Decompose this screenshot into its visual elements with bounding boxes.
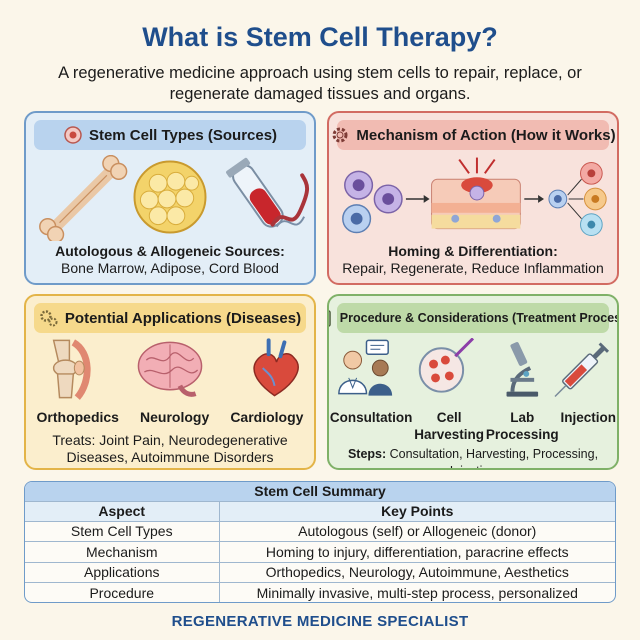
applications-labels: Orthopedics Neurology Cardiology	[26, 409, 314, 425]
bone-icon	[39, 155, 128, 241]
sources-illustration	[39, 155, 310, 241]
sources-caption-bold: Autologous & Allogeneic Sources:	[55, 243, 285, 259]
table-cell-key-points: Homing to injury, differentiation, parac…	[219, 541, 615, 562]
table-cell-key-points: Autologous (self) or Allogeneic (donor)	[219, 520, 615, 542]
page-title: What is Stem Cell Therapy?	[142, 22, 498, 52]
panel-applications-title: Potential Applications (Diseases)	[64, 309, 302, 327]
tissue-icon	[431, 157, 521, 230]
table-cell-aspect: Mechanism	[25, 541, 220, 562]
table-row: Stem Cell Types Autologous (self) or All…	[25, 520, 615, 542]
panel-procedure-title: Procedure & Considerations (Treatment Pr…	[339, 311, 619, 325]
panel-sources: Stem Cell Types (Sources)	[24, 111, 316, 285]
summary-table-caption: Stem Cell Summary	[25, 482, 615, 501]
page-subtitle: A regenerative medicine approach using s…	[58, 64, 582, 103]
panel-sources-header: Stem Cell Types (Sources)	[34, 120, 306, 150]
mechanism-caption-text: Repair, Regenerate, Reduce Inflammation	[342, 260, 604, 276]
procedure-labels: Consultation Cell Harvesting Lab Process…	[329, 409, 617, 443]
table-header-key-points: Key Points	[219, 500, 615, 521]
cell-icon	[64, 126, 82, 144]
table-row: Procedure Minimally invasive, multi-step…	[25, 582, 615, 602]
label-injection: Injection	[560, 410, 617, 425]
panel-procedure: Procedure & Considerations (Treatment Pr…	[327, 294, 619, 470]
brain-icon	[137, 341, 203, 397]
table-cell-key-points: Orthopedics, Neurology, Autoimmune, Aest…	[219, 561, 615, 583]
sources-caption-text: Bone Marrow, Adipose, Cord Blood	[61, 260, 279, 276]
table-header-aspect: Aspect	[25, 500, 220, 521]
label-lab-processing: Lab Processing	[485, 410, 559, 442]
blood-tube-icon	[226, 157, 310, 228]
cell-harvesting-icon	[418, 338, 475, 393]
summary-table: Stem Cell Summary Aspect Key Points Stem…	[24, 481, 616, 603]
procedure-illustration	[338, 338, 610, 398]
panel-applications: Potential Applications (Diseases) Orthop…	[24, 294, 316, 470]
panel-mechanism-title: Mechanism of Action (How it Works)	[356, 126, 616, 144]
applications-caption-line2: Diseases, Autoimmune Disorders	[66, 449, 274, 465]
gears-icon	[40, 310, 58, 327]
applications-caption: Treats: Joint Pain, Neurodegenerative Di…	[26, 432, 314, 466]
panel-mechanism: Mechanism of Action (How it Works)	[327, 111, 619, 285]
procedure-steps-text: Consultation, Harvesting, Processing, In…	[389, 447, 599, 468]
table-cell-aspect: Procedure	[25, 582, 220, 602]
label-consultation: Consultation	[329, 410, 413, 425]
mechanism-caption-bold: Homing & Differentiation:	[388, 243, 558, 259]
table-row: Mechanism Homing to injury, differentiat…	[25, 541, 615, 562]
procedure-steps-bold: Steps:	[347, 447, 387, 461]
knee-joint-icon	[52, 339, 91, 400]
mechanism-illustration	[342, 157, 607, 236]
mechanism-caption: Homing & Differentiation: Repair, Regene…	[329, 243, 617, 277]
label-cardiology: Cardiology	[230, 409, 304, 425]
heart-icon	[253, 338, 299, 397]
applications-illustration	[52, 338, 299, 400]
differentiated-cells-icon	[548, 162, 607, 236]
panel-applications-header: Potential Applications (Diseases)	[34, 303, 306, 333]
applications-caption-line1: Treats: Joint Pain, Neurodegenerative	[52, 432, 288, 448]
label-orthopedics: Orthopedics	[36, 409, 119, 425]
panel-mechanism-header: Mechanism of Action (How it Works)	[332, 120, 616, 150]
label-neurology: Neurology	[140, 409, 210, 425]
clipboard-icon	[329, 310, 331, 327]
syringe-icon	[554, 342, 610, 398]
footer-text: REGENERATIVE MEDICINE SPECIALIST	[171, 613, 469, 630]
procedure-steps: Steps: Consultation, Harvesting, Process…	[329, 446, 617, 468]
table-cell-aspect: Stem Cell Types	[25, 520, 220, 542]
consultation-icon	[338, 339, 393, 396]
gear-icon	[332, 127, 348, 143]
label-cell-harvesting: Cell Harvesting	[414, 410, 485, 442]
panel-procedure-header: Procedure & Considerations (Treatment Pr…	[329, 303, 617, 333]
microscope-icon	[506, 342, 539, 397]
stem-cells-icon	[342, 170, 403, 234]
table-cell-aspect: Applications	[25, 561, 220, 583]
adipose-cells-icon	[133, 160, 207, 234]
sources-caption: Autologous & Allogeneic Sources: Bone Ma…	[26, 243, 314, 277]
table-cell-key-points: Minimally invasive, multi-step process, …	[219, 582, 615, 602]
table-row: Applications Orthopedics, Neurology, Aut…	[25, 561, 615, 583]
panel-sources-title: Stem Cell Types (Sources)	[88, 126, 278, 144]
